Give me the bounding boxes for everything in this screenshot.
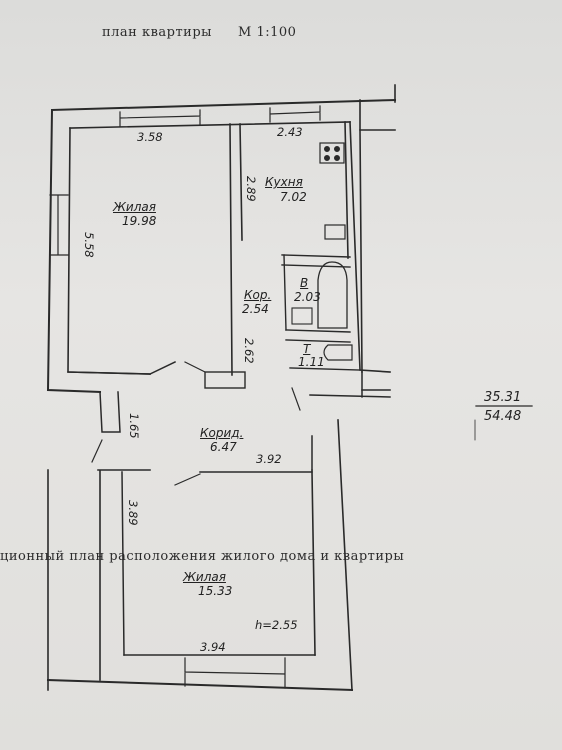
- room-corridor-small-name: Кор.: [244, 288, 272, 302]
- dim-kitchen-width: 2.43: [277, 125, 303, 139]
- wall-right-corridor: [309, 371, 391, 398]
- room-living1-area: 19.98: [122, 214, 157, 228]
- dim-kitchen-height: 2.89: [244, 176, 258, 202]
- window-top-left: [119, 109, 201, 127]
- wall-pier: [204, 371, 246, 389]
- dim-living2-height: 3.89: [126, 500, 140, 526]
- middle-caption: ционный план расположения жилого дома и …: [0, 549, 405, 564]
- wall-toilet-bottom: [289, 367, 361, 371]
- dim-living2-width-top: 3.92: [256, 452, 282, 466]
- wall-bath-left: [283, 254, 287, 331]
- dim-entry-width: 1.65: [127, 413, 141, 439]
- outer-wall-right-tail: [359, 129, 391, 391]
- door-entry: [91, 439, 103, 463]
- wall-living1-bottom: [67, 360, 177, 376]
- room-corridor-name: Корид.: [200, 426, 244, 440]
- outer-wall-left: [46, 108, 102, 394]
- door-living2: [174, 473, 201, 486]
- wall-bath-toilet: [285, 329, 351, 343]
- door-swing-corridor: [184, 361, 206, 373]
- window-bottom: [184, 657, 286, 689]
- room-living2-name: Жилая: [183, 570, 226, 584]
- toilet-bowl: [323, 344, 353, 361]
- room-toilet-name: Т: [303, 342, 311, 356]
- door-toilet: [291, 387, 301, 411]
- total-area: 54.48: [484, 409, 522, 424]
- inner-wall-left: [67, 127, 151, 375]
- room-kitchen-name: Кухня: [265, 175, 303, 189]
- room-kitchen-area: 7.02: [280, 190, 307, 204]
- wall-kitchen-right: [344, 121, 391, 373]
- ceiling-height: h=2.55: [255, 618, 298, 632]
- bathtub: [317, 261, 348, 329]
- room-living1-name: Жилая: [113, 200, 156, 214]
- room-bath-name: В: [300, 276, 309, 290]
- sink: [324, 224, 346, 240]
- wall-outer-bottom: [46, 678, 354, 692]
- dim-living1-width: 3.58: [137, 130, 163, 144]
- wall-living2-right: [311, 419, 353, 691]
- room-corridor-small-area: 2.54: [242, 302, 269, 316]
- room-living2-area: 15.33: [198, 584, 233, 598]
- stove: [319, 142, 345, 164]
- dim-living1-height: 5.58: [82, 232, 96, 258]
- plan-title: план квартиры: [102, 25, 213, 40]
- wall-living2-top: [97, 469, 151, 681]
- wall-kitchen-bath: [281, 254, 351, 268]
- dim-living2-width-bottom: 3.94: [200, 640, 226, 654]
- room-corridor-area: 6.47: [210, 440, 237, 454]
- total-living-area: 35.31: [484, 390, 522, 405]
- wall-living-kitchen: [229, 123, 243, 376]
- window-top-kitchen: [269, 105, 321, 123]
- window-left: [49, 194, 69, 256]
- outer-wall-top-inner: [69, 121, 351, 129]
- dim-corridor-length: 2.62: [242, 338, 256, 364]
- room-bath-area: 2.03: [294, 290, 321, 304]
- wall-entry-left: [99, 391, 121, 433]
- washbasin: [291, 307, 313, 325]
- wall-living2-inner-left: [121, 471, 125, 656]
- room-toilet-area: 1.11: [298, 355, 325, 369]
- outer-wall-top: [50, 98, 397, 112]
- outer-wall-step: [359, 84, 396, 131]
- plan-scale: М 1:100: [238, 25, 297, 40]
- wall-living2-top-right: [199, 469, 313, 473]
